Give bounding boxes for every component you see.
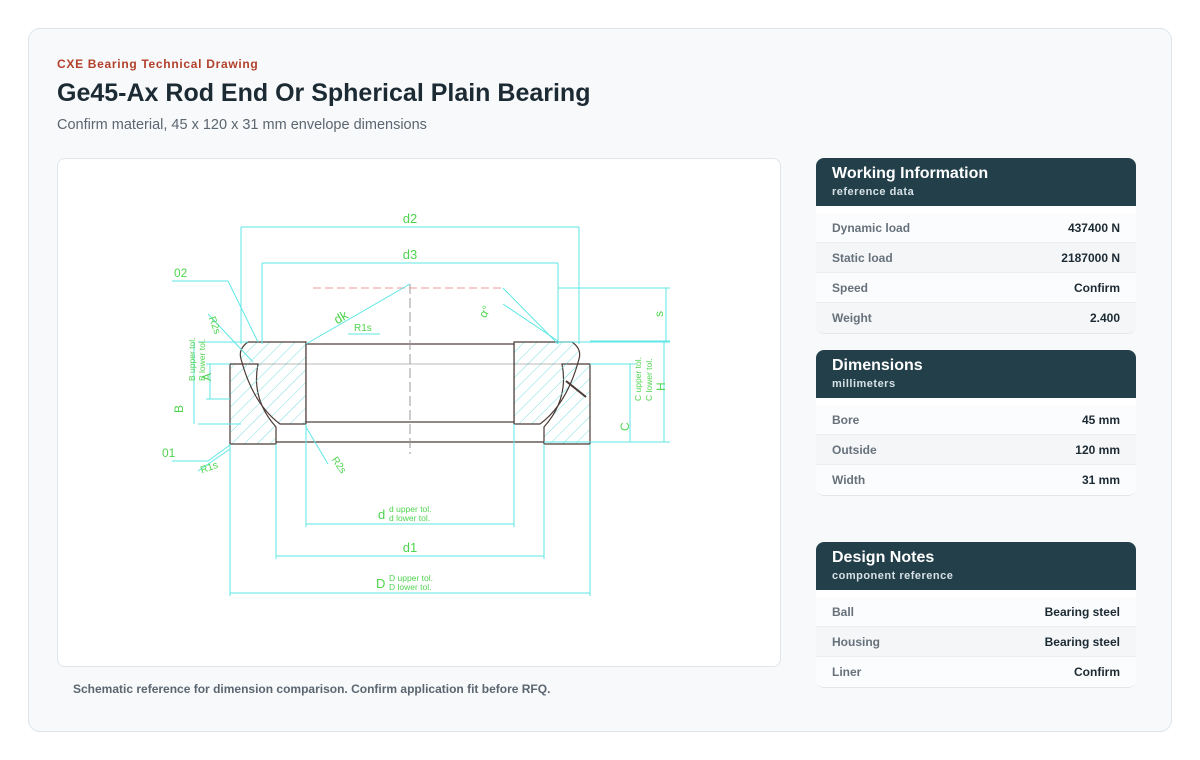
table-row: Width 31 mm (816, 465, 1136, 495)
panel-dimensions-rows: Bore 45 mm Outside 120 mm Width 31 mm (816, 398, 1136, 495)
panel-design-title: Design Notes (832, 549, 935, 566)
dimension-lines (172, 226, 670, 596)
seal-groove (565, 380, 587, 398)
row-value: 31 mm (1081, 473, 1120, 487)
label-b-lower: B lower tol. (197, 339, 207, 381)
row-value: 2187000 N (1061, 250, 1120, 265)
row-label: Speed (832, 280, 869, 295)
label-b-upper: B upper tol. (187, 338, 197, 381)
inner-ring-right-section (513, 341, 581, 425)
label-c-lower: C lower tol. (644, 358, 654, 401)
label-s: s (652, 311, 666, 317)
panel-dimensions-title: Dimensions (832, 357, 923, 374)
panel-design-subtitle: component reference (832, 570, 954, 582)
row-value: 120 mm (1075, 442, 1120, 457)
panel-design-header: Design Notes component reference (816, 542, 1136, 590)
label-o1: 01 (162, 446, 176, 460)
panel-working-rows: Dynamic load 437400 N Static load 218700… (816, 206, 1136, 333)
label-d: d (378, 507, 385, 522)
label-d1: d1 (403, 540, 417, 555)
row-label: Weight (832, 311, 872, 325)
table-row: Dynamic load 437400 N (816, 213, 1136, 243)
label-d2: d2 (403, 211, 417, 226)
label-big-d: D (376, 576, 385, 591)
panel-dimensions: Dimensions millimeters Bore 45 mm Outsid… (816, 350, 1136, 496)
row-label: Outside (832, 442, 877, 457)
label-d3: d3 (403, 247, 417, 262)
row-label: Bore (832, 412, 860, 427)
label-big-d-lower: D lower tol. (389, 582, 432, 592)
row-value: Bearing steel (1044, 634, 1120, 649)
label-c: C (618, 422, 632, 431)
label-d-upper: d upper tol. (389, 504, 432, 514)
label-b: B (172, 405, 186, 413)
page-subtitle: Confirm material, 45 x 120 x 31 mm envel… (57, 117, 427, 133)
technical-drawing: d2 d3 dk α° s 02 01 R2s R1s R1s R2s A B … (57, 158, 781, 667)
row-value: Confirm (1074, 665, 1120, 679)
page-title: Ge45-Ax Rod End Or Spherical Plain Beari… (57, 79, 591, 107)
drawing-caption: Schematic reference for dimension compar… (73, 682, 551, 696)
table-row: Housing Bearing steel (816, 627, 1136, 657)
table-row: Outside 120 mm (816, 435, 1136, 465)
row-label: Width (832, 473, 866, 487)
row-label: Housing (832, 634, 880, 649)
bearing-section-svg: d2 d3 dk α° s 02 01 R2s R1s R1s R2s A B … (162, 211, 670, 596)
label-r1s-top: R1s (354, 323, 372, 334)
row-value: Bearing steel (1044, 604, 1120, 619)
table-row: Bore 45 mm (816, 405, 1136, 435)
label-dk: dk (331, 307, 351, 327)
panel-design-notes: Design Notes component reference Ball Be… (816, 542, 1136, 688)
panel-working-header: Working Information reference data (816, 158, 1136, 206)
label-d-lower: d lower tol. (389, 513, 430, 523)
label-c-upper: C upper tol. (633, 357, 643, 401)
label-r2s-bottom: R2s (329, 455, 348, 476)
panel-working-information: Working Information reference data Dynam… (816, 158, 1136, 334)
label-h: H (654, 382, 668, 391)
inner-ring-left-section (239, 341, 307, 425)
table-row: Liner Confirm (816, 657, 1136, 687)
panel-design-rows: Ball Bearing steel Housing Bearing steel… (816, 590, 1136, 687)
row-label: Dynamic load (832, 220, 911, 235)
label-o2: 02 (174, 266, 188, 280)
eyebrow-label: CXE Bearing Technical Drawing (57, 57, 259, 71)
row-value: 2.400 (1089, 311, 1120, 325)
drawing-card: CXE Bearing Technical Drawing Ge45-Ax Ro… (28, 28, 1172, 732)
panel-working-subtitle: reference data (832, 186, 915, 198)
panel-dimensions-subtitle: millimeters (832, 378, 896, 390)
label-r1s-bottom: R1s (199, 460, 219, 476)
table-row: Ball Bearing steel (816, 597, 1136, 627)
row-value: Confirm (1074, 280, 1120, 295)
row-label: Ball (832, 604, 855, 619)
row-value: 437400 N (1067, 220, 1120, 235)
table-row: Speed Confirm (816, 273, 1136, 303)
row-label: Static load (832, 250, 893, 265)
row-value: 45 mm (1081, 412, 1120, 427)
label-a: A (200, 373, 214, 381)
table-row: Weight 2.400 (816, 303, 1136, 333)
panel-dimensions-header: Dimensions millimeters (816, 350, 1136, 398)
row-label: Liner (832, 665, 862, 679)
panel-working-title: Working Information (832, 165, 989, 182)
label-r2s-top: R2s (206, 315, 222, 335)
label-big-d-upper: D upper tol. (389, 573, 433, 583)
table-row: Static load 2187000 N (816, 243, 1136, 273)
label-alpha: α° (476, 303, 494, 320)
